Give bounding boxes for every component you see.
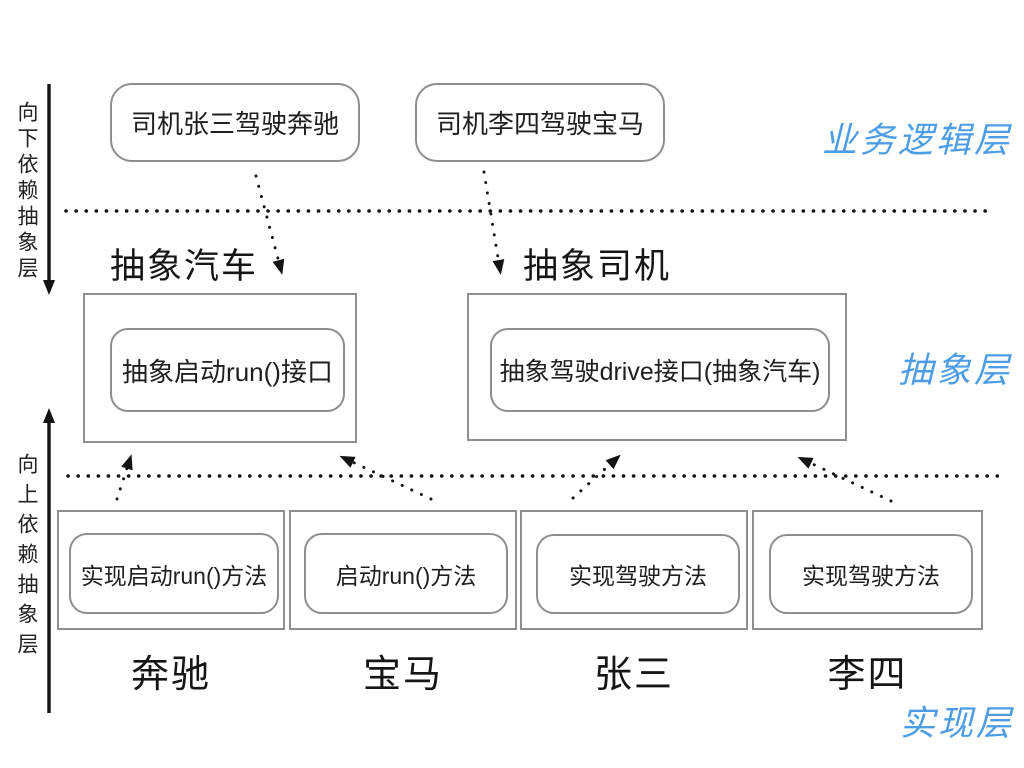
impl-box-bmw-method: 启动run()方法: [304, 533, 508, 614]
up-dependency-rail-text: 向上依赖抽象层: [15, 453, 38, 663]
arrow-benz-to-abstract-car: [115, 454, 133, 501]
impl-box-zhangsan-method-text: 实现驾驶方法: [569, 563, 707, 589]
impl-box-benz-method: 实现启动run()方法: [69, 533, 279, 614]
abstract-car-heading: 抽象汽车: [110, 247, 259, 286]
impl-box-benz-method-text: 实现启动run()方法: [80, 562, 268, 589]
impl-name-benz: 奔驰: [130, 654, 211, 696]
impl-box-benz: 实现启动run()方法: [57, 510, 285, 630]
impl-name-zhangsan: 张三: [593, 654, 674, 696]
impl-name-bmw: 宝马: [362, 654, 443, 696]
impl-box-zhangsan: 实现驾驶方法: [520, 510, 748, 630]
abstract-car-interface-box: 抽象启动run()接口: [110, 328, 345, 412]
impl-box-lisi-method-text: 实现驾驶方法: [802, 563, 940, 589]
impl-box-lisi: 实现驾驶方法: [752, 510, 983, 630]
impl-name-lisi: 李四: [827, 654, 908, 696]
impl-box-zhangsan-method: 实现驾驶方法: [536, 534, 740, 614]
arrow-bmw-to-abstract-car: [339, 455, 433, 501]
arrow-lisi-to-abstract-driver: [797, 456, 893, 503]
abstract-car-box: 抽象启动run()接口: [83, 293, 357, 443]
abstract-layer-label: 抽象层: [897, 351, 1012, 391]
impl-box-lisi-method: 实现驾驶方法: [769, 534, 973, 614]
abstract-driver-heading: 抽象司机: [523, 247, 672, 286]
business-box-lisi-bmw-text: 司机李四驾驶宝马: [435, 109, 644, 139]
business-layer-label: 业务逻辑层: [821, 121, 1012, 161]
impl-box-bmw-method-text: 启动run()方法: [335, 562, 477, 589]
arrow-zhangsan-to-abstract-driver: [571, 454, 621, 500]
abstract-car-interface-text: 抽象启动run()接口: [122, 356, 333, 387]
business-box-lisi-bmw: 司机李四驾驶宝马: [415, 83, 665, 162]
impl-layer-label: 实现层: [899, 704, 1014, 744]
abstract-driver-interface-text: 抽象驾驶drive接口(抽象汽车): [499, 358, 821, 386]
down-dependency-rail-text: 向下依赖抽象层: [15, 101, 38, 283]
arrow-zhangsan-benz-to-abstract-car: [254, 174, 285, 275]
abstract-driver-box: 抽象驾驶drive接口(抽象汽车): [467, 293, 847, 441]
business-box-zhangsan-benz: 司机张三驾驶奔驰: [110, 83, 360, 162]
abstract-driver-interface-box: 抽象驾驶drive接口(抽象汽车): [490, 328, 830, 412]
business-box-zhangsan-benz-text: 司机张三驾驶奔驰: [130, 109, 339, 139]
impl-box-bmw: 启动run()方法: [289, 510, 517, 630]
arrow-lisi-bmw-to-abstract-driver: [482, 170, 505, 275]
